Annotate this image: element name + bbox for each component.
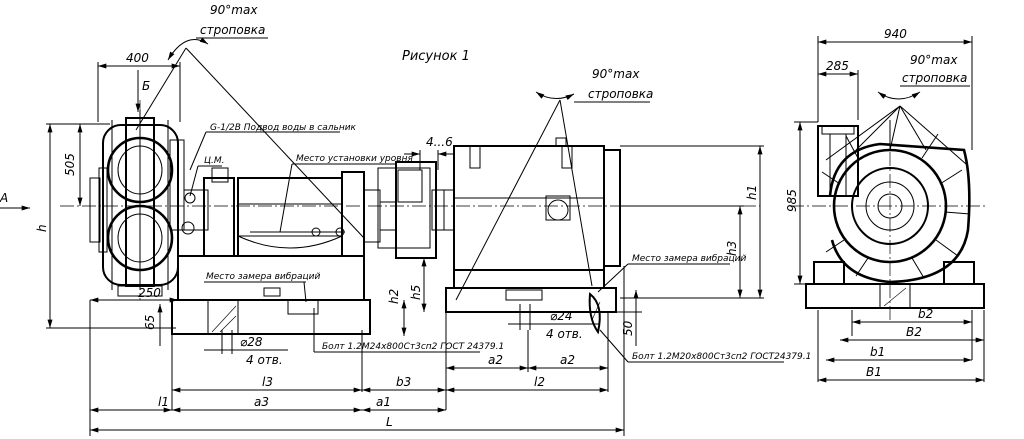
sling-side-label: строповка <box>902 71 967 85</box>
level-place-note: Место установки уровня <box>296 154 413 164</box>
dim-985: 985 <box>785 189 799 212</box>
motor-body <box>443 137 621 271</box>
pump-body <box>89 110 196 297</box>
sling-motor <box>455 91 650 301</box>
motor-base-frame <box>445 269 617 335</box>
side-view <box>805 120 985 309</box>
dim-505: 505 <box>63 153 77 176</box>
dim-h3: h3 <box>725 241 739 256</box>
sling-pump-angle: 90°max <box>210 3 258 17</box>
motor-hole-diameter: ⌀24 <box>550 309 573 323</box>
sling-pump <box>135 37 365 239</box>
dim-h1: h1 <box>745 185 759 200</box>
water-supply-leader <box>189 131 207 171</box>
figure-title: Рисунок 1 <box>402 49 470 64</box>
dim-a2-right: a2 <box>560 353 575 367</box>
water-supply-note: G-1/2В Подвод воды в сальник <box>210 123 357 133</box>
sling-side-angle: 90°max <box>910 53 958 67</box>
dim-h: h <box>35 224 49 232</box>
dim-h5: h5 <box>409 285 423 300</box>
motor-hole-count: 4 отв. <box>546 327 583 341</box>
dim-l1: l1 <box>158 395 169 409</box>
bearing-frame <box>183 167 397 257</box>
dim-l2: l2 <box>534 375 545 389</box>
sling-pump-label: строповка <box>200 23 265 37</box>
dim-a2-left: a2 <box>488 353 503 367</box>
dim-940: 940 <box>884 27 907 41</box>
dim-250: 250 <box>138 286 161 300</box>
dim-400: 400 <box>126 51 149 65</box>
dim-L: L <box>386 415 393 429</box>
view-a-label: А <box>0 191 8 205</box>
coupling <box>377 161 445 259</box>
sling-motor-angle: 90°max <box>592 67 640 81</box>
dim-B2: B2 <box>906 325 922 339</box>
dim-285: 285 <box>826 59 849 73</box>
dim-h2: h2 <box>387 289 401 304</box>
sling-motor-label: строповка <box>588 87 653 101</box>
dim-B1: B1 <box>866 365 882 379</box>
sling-side <box>825 85 970 165</box>
dim-a1: a1 <box>376 395 391 409</box>
pump-base-frame <box>171 255 371 335</box>
view-b-label: Б <box>142 79 150 93</box>
pump-hole-count: 4 отв. <box>246 353 283 367</box>
dim-65: 65 <box>143 315 157 330</box>
bolt-motor-note: Болт 1.2М20х800Ст3сп2 ГОСТ24379.1 <box>632 352 811 362</box>
cm-note: Ц.М. <box>204 156 224 166</box>
dim-b3: b3 <box>396 375 411 389</box>
vibration-note-motor: Место замера вибраций <box>632 254 746 264</box>
bolt-pump-note: Болт 1.2М24х800Ст3сп2 ГОСТ 24379.1 <box>322 342 504 352</box>
dim-a3: a3 <box>254 395 269 409</box>
dim-b2: b2 <box>918 307 933 321</box>
dim-l3: l3 <box>262 375 273 389</box>
vibration-note-pump: Место замера вибраций <box>206 272 320 282</box>
pump-hole-diameter: ⌀28 <box>240 335 263 349</box>
dim-gap: 4...6 <box>426 135 453 149</box>
dim-50: 50 <box>621 320 635 336</box>
dim-b1: b1 <box>870 345 885 359</box>
